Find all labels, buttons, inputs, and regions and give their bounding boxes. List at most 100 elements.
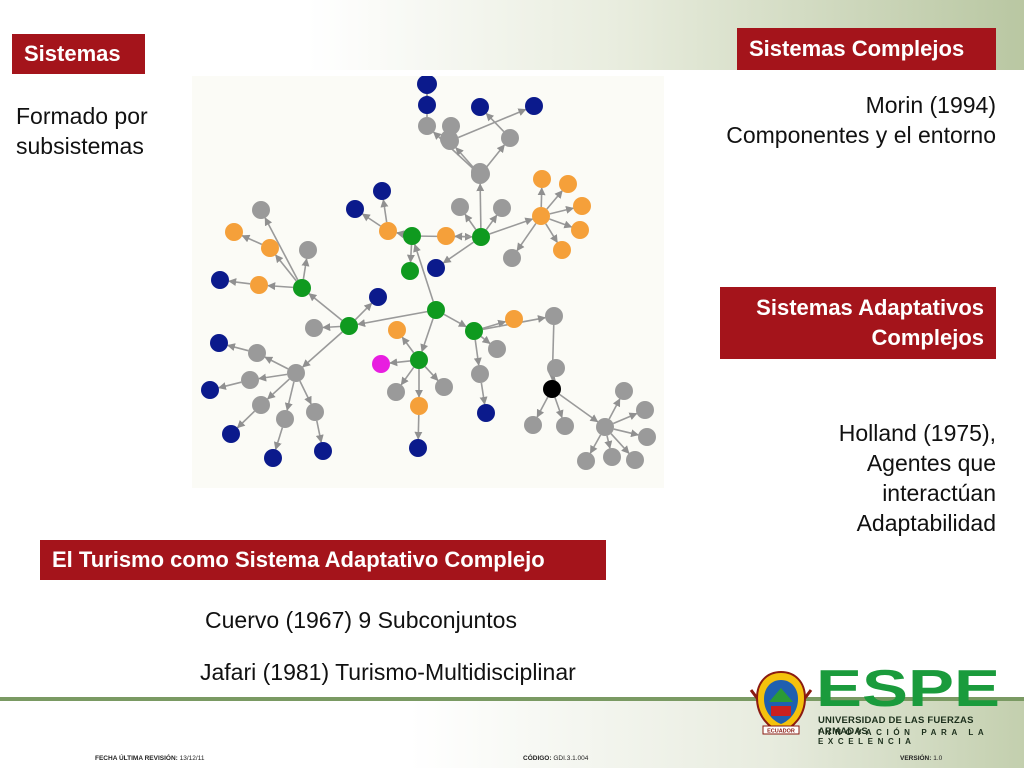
- network-edge: [604, 435, 613, 450]
- network-edge: [486, 144, 505, 168]
- network-node: [471, 365, 489, 383]
- network-node: [636, 401, 654, 419]
- label-sistemas: Sistemas: [12, 34, 145, 74]
- network-node: [577, 452, 595, 470]
- network-edge: [396, 230, 405, 239]
- network-node: [373, 182, 391, 200]
- network-node: [248, 344, 266, 362]
- network-node: [211, 271, 229, 289]
- network-node: [596, 418, 614, 436]
- network-edge: [302, 331, 343, 368]
- network-node: [547, 359, 565, 377]
- network-edge: [308, 293, 343, 321]
- network-node: [418, 96, 436, 114]
- network-edge: [424, 366, 439, 381]
- network-edge: [480, 335, 491, 345]
- network-edge: [217, 381, 242, 390]
- network-node: [287, 364, 305, 382]
- network-edge: [400, 366, 415, 386]
- network-node: [505, 310, 523, 328]
- network-edge: [241, 234, 263, 246]
- footer-version-value: 1.0: [933, 755, 943, 762]
- label-sistemas-adaptativos: Sistemas Adaptativos Complejos: [720, 287, 996, 359]
- espe-logo: ESPE: [816, 668, 1000, 708]
- network-diagram: [201, 75, 656, 470]
- network-edge: [549, 218, 573, 229]
- network-node: [427, 301, 445, 319]
- footer-band: [0, 701, 1024, 768]
- footer-rule: [0, 697, 1024, 701]
- network-edge: [267, 378, 290, 400]
- network-edge: [613, 428, 640, 438]
- text-holland-line4: Adaptabilidad: [856, 510, 996, 536]
- footer-fecha-label: FECHA ÚLTIMA REVISIÓN:: [95, 755, 178, 762]
- label-adaptativos-line2: Complejos: [871, 325, 984, 350]
- logo-university: UNIVERSIDAD DE LAS FUERZAS ARMADAS: [818, 715, 974, 737]
- network-node: [543, 380, 561, 398]
- network-node: [401, 262, 419, 280]
- network-node: [615, 382, 633, 400]
- network-node: [252, 201, 270, 219]
- network-edge: [516, 222, 537, 252]
- network-node: [372, 355, 390, 373]
- network-node: [299, 241, 317, 259]
- network-node: [276, 410, 294, 428]
- network-edge: [361, 213, 381, 227]
- network-node: [525, 97, 543, 115]
- network-edge: [226, 343, 249, 352]
- label-adaptativos-line1: Sistemas Adaptativos: [756, 295, 984, 320]
- network-node: [638, 428, 656, 446]
- network-node: [501, 129, 519, 147]
- label-sistemas-complejos: Sistemas Complejos: [737, 28, 996, 70]
- network-node: [533, 170, 551, 188]
- text-holland-line2: Agentes que: [866, 450, 996, 476]
- network-node: [493, 199, 511, 217]
- network-node: [222, 425, 240, 443]
- network-edge: [274, 254, 298, 282]
- network-node: [524, 416, 542, 434]
- network-edge: [549, 376, 557, 385]
- footer-version: VERSIÓN: 1.0: [900, 755, 942, 762]
- network-node: [471, 163, 489, 181]
- network-edge: [442, 241, 475, 264]
- network-node: [427, 259, 445, 277]
- logo-tagline: INNOVACIÓN PARA LA EXCELENCIA: [818, 728, 988, 746]
- network-node: [603, 448, 621, 466]
- network-node: [388, 321, 406, 339]
- network-edge: [612, 412, 638, 425]
- network-edge: [413, 243, 434, 302]
- network-node: [471, 98, 489, 116]
- network-edge: [608, 398, 621, 420]
- network-node: [387, 383, 405, 401]
- network-edge: [389, 358, 411, 367]
- network-node: [305, 319, 323, 337]
- network-edge: [264, 217, 299, 281]
- network-edge: [554, 397, 564, 419]
- network-node: [369, 288, 387, 306]
- network-edge: [301, 258, 310, 280]
- network-node: [477, 404, 495, 422]
- network-node: [553, 241, 571, 259]
- network-node: [472, 228, 490, 246]
- network-node: [442, 117, 460, 135]
- network-node: [532, 207, 550, 225]
- network-edge: [236, 410, 256, 429]
- network-node: [379, 222, 397, 240]
- network-node: [346, 200, 364, 218]
- network-edge: [414, 414, 423, 440]
- network-edge: [284, 381, 295, 412]
- network-edge: [589, 434, 602, 454]
- network-node: [410, 397, 428, 415]
- network-node: [264, 449, 282, 467]
- network-edge: [322, 323, 341, 332]
- network-edge: [406, 244, 415, 263]
- network-node: [261, 239, 279, 257]
- espe-logo-text: ESPE: [816, 668, 1000, 708]
- text-formado-line1: Formado por: [16, 103, 148, 129]
- network-node: [503, 249, 521, 267]
- network-edge: [558, 393, 599, 423]
- text-formado-line2: subsistemas: [16, 133, 144, 159]
- network-node: [488, 340, 506, 358]
- network-node: [225, 223, 243, 241]
- network-edge: [273, 427, 284, 451]
